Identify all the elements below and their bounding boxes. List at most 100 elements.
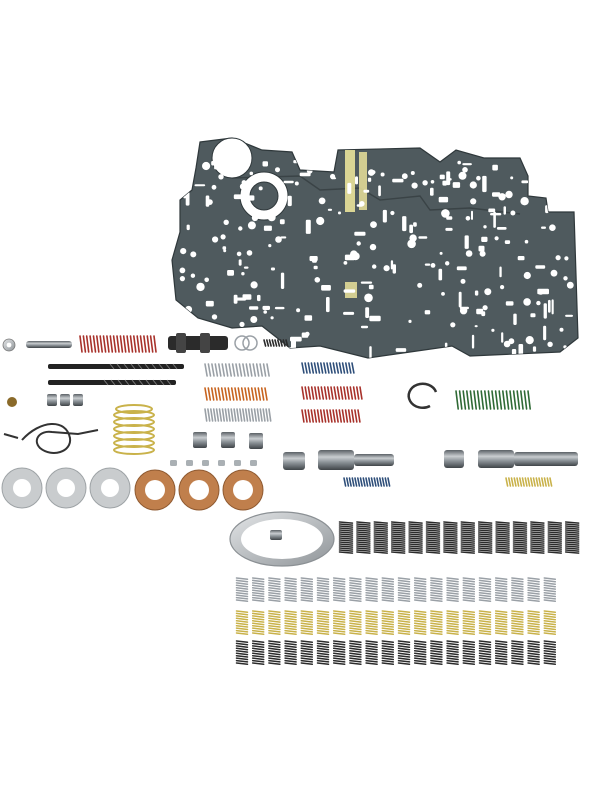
coil xyxy=(512,549,528,552)
coil xyxy=(332,647,346,651)
coil xyxy=(512,533,528,536)
coil xyxy=(349,584,362,588)
coil xyxy=(397,657,411,661)
coil xyxy=(501,390,506,410)
coil xyxy=(478,589,492,593)
coil xyxy=(332,615,346,618)
valve-land xyxy=(176,333,186,353)
coil xyxy=(408,551,423,554)
small-bushing xyxy=(270,530,282,540)
coil xyxy=(425,549,441,552)
coil xyxy=(336,386,341,400)
coil xyxy=(430,582,443,585)
coil xyxy=(425,551,441,554)
gasket-passage xyxy=(280,272,285,289)
coil xyxy=(301,362,305,374)
coil xyxy=(251,612,265,616)
coil xyxy=(316,629,330,633)
coil xyxy=(397,577,411,581)
gasket-passage xyxy=(493,211,496,228)
coil xyxy=(530,527,545,530)
coil xyxy=(390,535,406,538)
coil xyxy=(349,650,362,653)
coil xyxy=(413,632,427,636)
coil xyxy=(370,477,374,487)
small-pin xyxy=(170,460,177,466)
coil xyxy=(349,662,362,666)
coil xyxy=(512,390,517,410)
gasket-passage xyxy=(482,305,488,311)
coil xyxy=(332,589,346,593)
coil xyxy=(527,390,532,410)
coil xyxy=(494,615,508,618)
coil xyxy=(465,390,470,410)
coil xyxy=(543,589,557,593)
gasket-passage xyxy=(304,315,313,321)
coil xyxy=(356,521,371,524)
coil xyxy=(284,579,297,583)
coil xyxy=(316,615,330,618)
coil xyxy=(284,629,297,633)
coil xyxy=(478,622,492,626)
coil xyxy=(478,645,492,648)
coil xyxy=(257,387,262,401)
coil xyxy=(446,640,459,644)
coil xyxy=(478,659,492,663)
coil xyxy=(543,652,557,656)
gold-spring xyxy=(543,610,557,636)
coil xyxy=(478,591,492,595)
coil xyxy=(543,579,557,583)
coil xyxy=(300,591,314,595)
gasket-passage xyxy=(492,164,498,171)
coil xyxy=(462,584,476,588)
coil xyxy=(245,363,250,377)
coil xyxy=(512,521,528,524)
coil xyxy=(390,523,406,526)
coil xyxy=(495,547,510,550)
coil xyxy=(89,335,93,353)
coil xyxy=(365,647,378,651)
coil xyxy=(215,408,220,422)
coil xyxy=(543,659,557,663)
coil xyxy=(344,362,349,374)
gasket-passage xyxy=(364,293,373,303)
coil xyxy=(349,612,362,616)
black-spring xyxy=(547,521,563,538)
coil xyxy=(527,654,540,658)
gasket-passage xyxy=(253,215,256,222)
coil xyxy=(430,652,443,656)
gasket-passage xyxy=(442,180,447,186)
coil xyxy=(365,579,378,583)
gasket-passage xyxy=(318,197,326,205)
coil xyxy=(300,610,314,614)
coil xyxy=(430,579,443,583)
coil xyxy=(349,647,362,651)
coil xyxy=(268,642,281,646)
coil xyxy=(349,582,362,585)
coil xyxy=(511,629,524,633)
coil xyxy=(235,615,249,618)
coil xyxy=(373,535,389,538)
coil xyxy=(462,596,476,600)
coil xyxy=(413,596,427,600)
coil xyxy=(430,662,443,666)
coil xyxy=(443,537,458,540)
coil xyxy=(381,594,395,598)
gasket-passage xyxy=(247,221,256,230)
coil xyxy=(300,622,314,626)
silver-spring xyxy=(478,577,492,603)
gasket-passage xyxy=(483,225,487,229)
silver-spring xyxy=(204,408,272,422)
coil xyxy=(478,617,492,621)
coil xyxy=(408,547,423,550)
black-spring xyxy=(332,640,346,666)
coil xyxy=(349,610,362,614)
coil xyxy=(349,594,362,598)
coil xyxy=(316,599,330,603)
gasket-passage xyxy=(331,177,337,180)
coil xyxy=(376,477,380,487)
coil xyxy=(249,363,253,377)
coil xyxy=(511,612,524,616)
gasket-passage xyxy=(369,243,377,251)
pin xyxy=(26,341,72,348)
